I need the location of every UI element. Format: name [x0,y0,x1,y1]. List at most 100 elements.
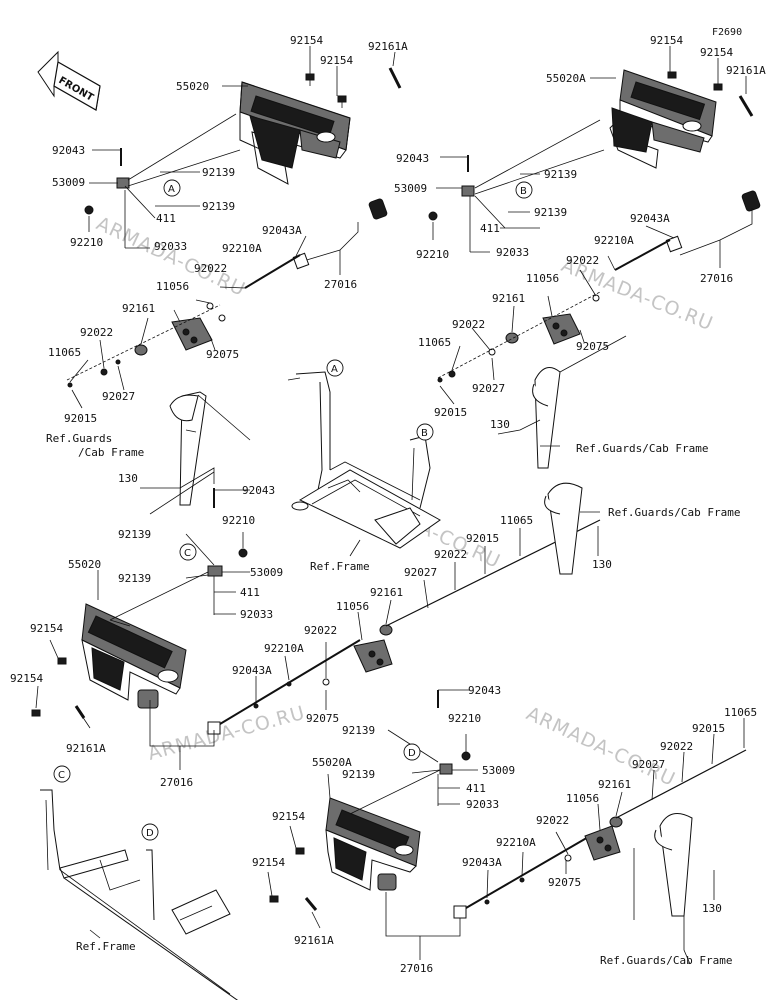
bolt-92154-b [337,95,347,103]
diagram-code: F2690 [712,27,742,38]
guard-bar-left [169,391,207,506]
label-ref-guards-cab: Ref.Guards/Cab Frame [600,954,732,967]
label-92139: 92139 [534,206,567,219]
label-11056: 11056 [526,272,559,285]
label-92161a: 92161A [294,934,334,947]
label-92043: 92043 [242,484,275,497]
callout-a-label: A [168,184,175,195]
label-92022: 92022 [566,254,599,267]
label-92033: 92033 [154,240,187,253]
label-92161: 92161 [492,292,525,305]
label-11056: 11056 [156,280,189,293]
label-ref-frame: Ref.Frame [76,940,136,953]
label-11065: 11065 [418,336,451,349]
label-92154: 92154 [30,622,63,635]
socket-53009 [116,177,130,189]
label-55020: 55020 [68,558,101,571]
callout-b-label: B [520,186,527,197]
label-92043a: 92043A [462,856,502,869]
callout-d-frame: D [146,828,154,839]
label-27016: 27016 [160,776,193,789]
label-55020a: 55020A [546,72,586,85]
label-92043a: 92043A [262,224,302,237]
guard-bar-right [532,367,561,469]
label-92043a: 92043A [630,212,670,225]
label-92033: 92033 [496,246,529,259]
label-92022: 92022 [194,262,227,275]
part-labels: 92154 92154 92161A 55020 92043 92139 530… [10,34,766,975]
label-92075: 92075 [206,348,239,361]
lamp-housing-mid [81,603,187,701]
label-92033: 92033 [466,798,499,811]
label-92022: 92022 [80,326,113,339]
label-92154: 92154 [650,34,683,47]
label-92015: 92015 [466,532,499,545]
label-92210a: 92210A [264,642,304,655]
label-ref-frame: Ref.Frame [310,560,370,573]
lamp-housing-right [609,69,717,169]
bolt-92154-a [305,73,315,81]
label-11065: 11065 [724,706,757,719]
label-27016: 27016 [700,272,733,285]
lamp-housing-bottom [325,797,421,891]
bracket-11056 [171,317,213,351]
watermark-4: ARMADA-CO.RU [146,702,308,765]
label-92022: 92022 [304,624,337,637]
label-130: 130 [490,418,510,431]
callout-c-frame: C [58,770,65,781]
label-92161: 92161 [598,778,631,791]
label-92043: 92043 [468,684,501,697]
frame-bottom-left: C D [40,765,239,1000]
label-92210a: 92210A [222,242,262,255]
callout-b-frame: B [421,428,428,439]
assembly-mid-left: C [31,482,601,770]
label-ref-guards-line1: Ref.Guards [46,432,112,445]
label-53009: 53009 [250,566,283,579]
label-92210: 92210 [222,514,255,527]
label-53009: 53009 [482,764,515,777]
front-arrow-icon: FRONT [37,50,101,111]
label-55020: 55020 [176,80,209,93]
callout-a-frame: A [331,364,338,375]
label-92161: 92161 [122,302,155,315]
label-11065: 11065 [500,514,533,527]
label-92015: 92015 [64,412,97,425]
label-92210: 92210 [416,248,449,261]
label-92139: 92139 [118,528,151,541]
label-92161a: 92161A [66,742,106,755]
guard-bar-bottom [654,813,693,917]
label-11065: 11065 [48,346,81,359]
label-92027: 92027 [632,758,665,771]
label-92027: 92027 [102,390,135,403]
label-92161a: 92161A [726,64,766,77]
label-ref-guards-cab: Ref.Guards/Cab Frame [576,442,708,455]
label-92210: 92210 [70,236,103,249]
label-27016: 27016 [324,278,357,291]
label-92154: 92154 [700,46,733,59]
label-411: 411 [480,222,500,235]
label-92015: 92015 [692,722,725,735]
label-92075: 92075 [548,876,581,889]
label-92139: 92139 [118,572,151,585]
label-92139: 92139 [202,200,235,213]
label-92027: 92027 [404,566,437,579]
label-92210a: 92210A [594,234,634,247]
label-92154: 92154 [290,34,323,47]
label-92154: 92154 [272,810,305,823]
label-130: 130 [702,902,722,915]
label-11056: 11056 [566,792,599,805]
label-92043: 92043 [52,144,85,157]
label-92139: 92139 [202,166,235,179]
label-92139: 92139 [342,724,375,737]
label-92027: 92027 [472,382,505,395]
callout-d-label: D [408,748,416,759]
label-92022: 92022 [660,740,693,753]
assembly-bottom-right: D [267,689,747,965]
label-92075: 92075 [306,712,339,725]
assembly-top-right: B [428,46,761,469]
label-92154: 92154 [320,54,353,67]
label-11056: 11056 [336,600,369,613]
label-ref-guards-line2: /Cab Frame [78,446,144,459]
label-92022: 92022 [434,548,467,561]
label-53009: 53009 [52,176,85,189]
